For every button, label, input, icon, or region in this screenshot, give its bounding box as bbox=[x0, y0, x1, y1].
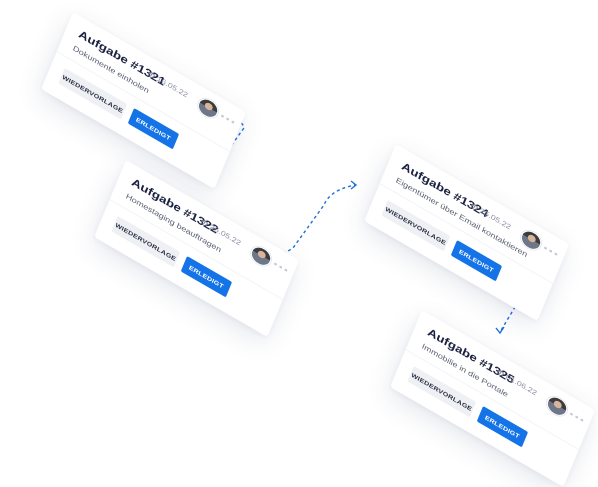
connector-arrowhead bbox=[495, 326, 505, 335]
erledigt-button[interactable]: ERLEDIGT bbox=[127, 108, 180, 150]
assignee-avatar[interactable] bbox=[248, 243, 274, 270]
more-options-icon[interactable] bbox=[273, 262, 288, 272]
more-options-icon[interactable] bbox=[569, 412, 584, 422]
erledigt-button[interactable]: ERLEDIGT bbox=[450, 240, 503, 282]
task-flow-canvas: Aufgabe #1321 16.05.22 Dokumente einhole… bbox=[0, 0, 598, 471]
clock-icon bbox=[470, 202, 479, 211]
assignee-avatar[interactable] bbox=[544, 393, 570, 420]
connector-arrowhead bbox=[350, 180, 358, 190]
clock-icon bbox=[496, 368, 505, 377]
erledigt-button[interactable]: ERLEDIGT bbox=[180, 256, 233, 298]
clock-icon bbox=[147, 70, 156, 79]
erledigt-button[interactable]: ERLEDIGT bbox=[476, 406, 529, 448]
connector-1322-1324 bbox=[258, 184, 356, 258]
more-options-icon[interactable] bbox=[220, 114, 235, 124]
assignee-avatar[interactable] bbox=[195, 95, 221, 122]
clock-icon bbox=[200, 218, 209, 227]
more-options-icon[interactable] bbox=[543, 246, 558, 256]
